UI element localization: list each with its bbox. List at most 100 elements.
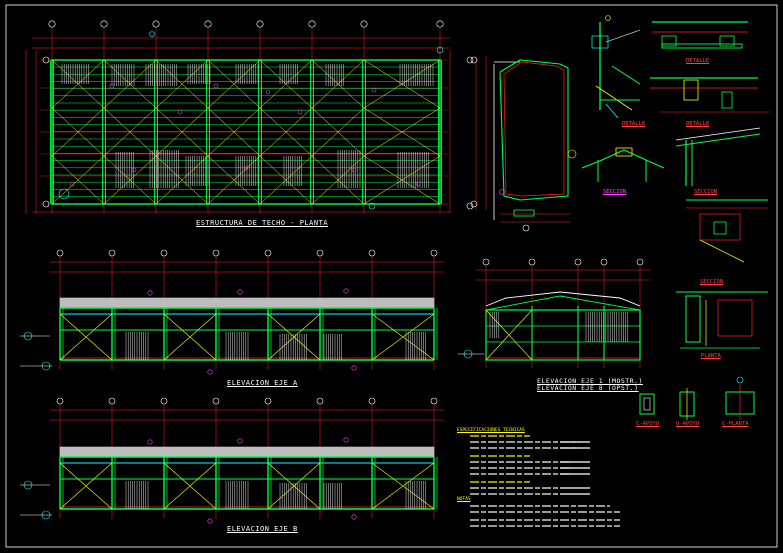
grid-bubble: [56, 397, 64, 405]
x-bracing: [363, 155, 441, 205]
detail-brace: [595, 85, 633, 111]
specs-heading: ESPECIFICACIONES TECNICAS: [457, 428, 525, 433]
detail-plate: [719, 35, 735, 47]
member-tag: [351, 514, 357, 520]
x-bracing: [311, 59, 365, 109]
section-label-2: SECCION: [694, 189, 718, 195]
elevation-8-title: ELEVACION EJE 8 (OPST.): [537, 384, 639, 392]
x-bracing: [103, 107, 157, 157]
section-label-3: SECCION: [700, 279, 724, 285]
detail-label-2: DETALLE: [622, 121, 646, 127]
x-bracing: [51, 107, 105, 157]
grid-bubble: [470, 200, 478, 208]
member-tag: [343, 288, 349, 294]
member-tag: [237, 438, 243, 444]
grid-bubble: [430, 249, 438, 257]
x-bracing: [103, 59, 157, 109]
c-apoyo-label-a: C-APOYO: [636, 421, 660, 427]
grid-bubble: [600, 258, 608, 266]
grid-bubble: [256, 20, 264, 28]
x-bracing: [371, 462, 435, 510]
x-bracing: [259, 107, 313, 157]
detail-label-3: DETALLE: [686, 121, 710, 127]
detail-label-1: DETALLE: [686, 58, 710, 64]
u-apoyo-label: U-APOYO: [676, 421, 700, 427]
x-bracing: [259, 59, 313, 109]
leader: [605, 29, 641, 43]
detail-plate: [713, 221, 727, 235]
grid-bubble: [636, 258, 644, 266]
grid-bubble: [482, 258, 490, 266]
x-bracing: [59, 313, 113, 361]
section-ridge: [615, 147, 633, 157]
x-bracing: [155, 59, 209, 109]
x-bracing: [267, 313, 321, 361]
detail-plate: [717, 299, 753, 337]
grid-bubble: [100, 20, 108, 28]
grid-bubble: [42, 56, 50, 64]
elevation-frame: [485, 309, 641, 361]
grid-bubble: [160, 397, 168, 405]
grid-bubble: [264, 397, 272, 405]
grid-bubble: [204, 20, 212, 28]
grid-bubble: [528, 258, 536, 266]
x-bracing: [51, 155, 105, 205]
callout: [736, 376, 744, 384]
member-tag: [237, 289, 243, 295]
elevation-b-title: ELEVACION EJE B: [227, 525, 298, 533]
callout: [436, 46, 444, 54]
support-detail: [639, 393, 655, 415]
x-bracing: [363, 107, 441, 157]
sheet-border: [5, 4, 778, 548]
detail-plate: [683, 79, 699, 101]
member-tag: [297, 109, 303, 115]
detail-plate: [721, 91, 733, 109]
frame-inner: [503, 61, 565, 197]
x-bracing: [103, 155, 157, 205]
detail-brace: [605, 103, 619, 119]
member-tag: [177, 109, 183, 115]
grid-bubble: [48, 20, 56, 28]
grid-bubble: [316, 397, 324, 405]
detail-member: [661, 43, 743, 49]
grid-bubble: [160, 249, 168, 257]
section-label-1: SECCION: [603, 189, 627, 195]
gable-roof: [485, 291, 641, 307]
detail-plate: [699, 213, 741, 241]
grid-bubble: [360, 20, 368, 28]
base-plate: [513, 209, 535, 217]
x-bracing: [311, 107, 365, 157]
detail-brace: [611, 65, 641, 85]
grid-bubble: [152, 20, 160, 28]
grid-bubble: [470, 56, 478, 64]
detail-rafter: [675, 133, 761, 147]
grid-bubble: [466, 56, 474, 64]
elevation-a-title: ELEVACION EJE A: [227, 379, 298, 387]
grid-bubble: [466, 202, 474, 210]
plan-detail-label: PLANTA: [701, 353, 721, 359]
callout: [605, 15, 611, 21]
member-tag: [351, 167, 357, 173]
roof-slab: [59, 297, 435, 309]
grid-bubble: [522, 224, 530, 232]
detail-brace: [699, 239, 745, 263]
member-tag: [213, 83, 219, 89]
support-detail: [643, 397, 651, 411]
x-bracing: [267, 462, 321, 510]
gable-truss: [485, 295, 641, 311]
x-bracing: [371, 313, 435, 361]
elevation-1-title: ELEVACION EJE 1 (MOSTR.): [537, 377, 643, 385]
detail-column: [685, 295, 701, 343]
frame-outline: [499, 59, 569, 201]
section-callout: [368, 202, 376, 210]
member-tag: [371, 87, 377, 93]
member-tag: [343, 437, 349, 443]
member-tag: [147, 439, 153, 445]
grid-bubble: [108, 397, 116, 405]
detail-plate: [661, 35, 677, 47]
member-tag: [207, 369, 213, 375]
plan-view-title: ESTRUCTURA DE TECHO - PLANTA: [196, 219, 329, 227]
member-tag: [243, 165, 249, 171]
x-bracing: [51, 59, 105, 109]
